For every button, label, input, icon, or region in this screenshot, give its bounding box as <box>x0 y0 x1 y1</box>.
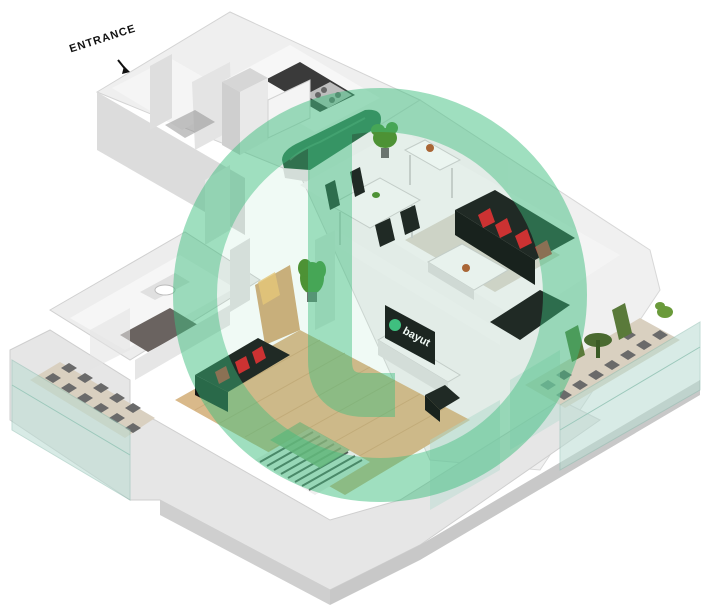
living-sofa <box>426 190 575 340</box>
kitchen <box>222 45 381 182</box>
arrow-down-icon <box>117 59 130 74</box>
bayut-logo-icon <box>173 88 587 502</box>
watermark-tint <box>173 88 587 502</box>
bathroom <box>70 255 235 370</box>
console-table <box>371 122 462 198</box>
interior-walls <box>135 165 560 510</box>
left-balcony <box>11 359 155 501</box>
bedroom-furniture: bayut <box>195 259 461 495</box>
plant-icon <box>371 122 398 158</box>
dining-set <box>325 167 422 247</box>
right-balcony <box>525 302 701 471</box>
